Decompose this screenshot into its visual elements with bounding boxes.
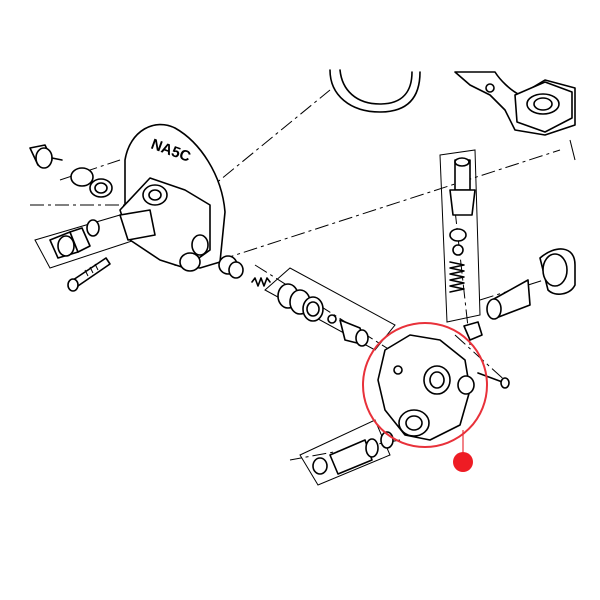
seal-and-spring-small bbox=[218, 255, 271, 287]
large-o-ring bbox=[329, 69, 421, 113]
piston-seal-kit-group bbox=[264, 267, 396, 351]
side-bolt bbox=[463, 321, 510, 389]
axis-lines bbox=[30, 89, 561, 461]
left-valve-cartridge-group bbox=[34, 214, 136, 269]
long-screw bbox=[67, 257, 111, 292]
vertical-valve-assembly-group bbox=[439, 149, 481, 323]
outlet-fitting-group bbox=[299, 419, 394, 486]
left-hose-fitting bbox=[29, 144, 113, 198]
highlight-circle bbox=[362, 322, 488, 448]
na5c-housing: NA5C bbox=[119, 123, 226, 272]
right-cone-fitting bbox=[486, 248, 576, 320]
pump-head-top-right bbox=[454, 71, 576, 161]
callout-dot[interactable] bbox=[453, 452, 473, 472]
outlet-manifold-highlighted[interactable] bbox=[377, 334, 475, 441]
